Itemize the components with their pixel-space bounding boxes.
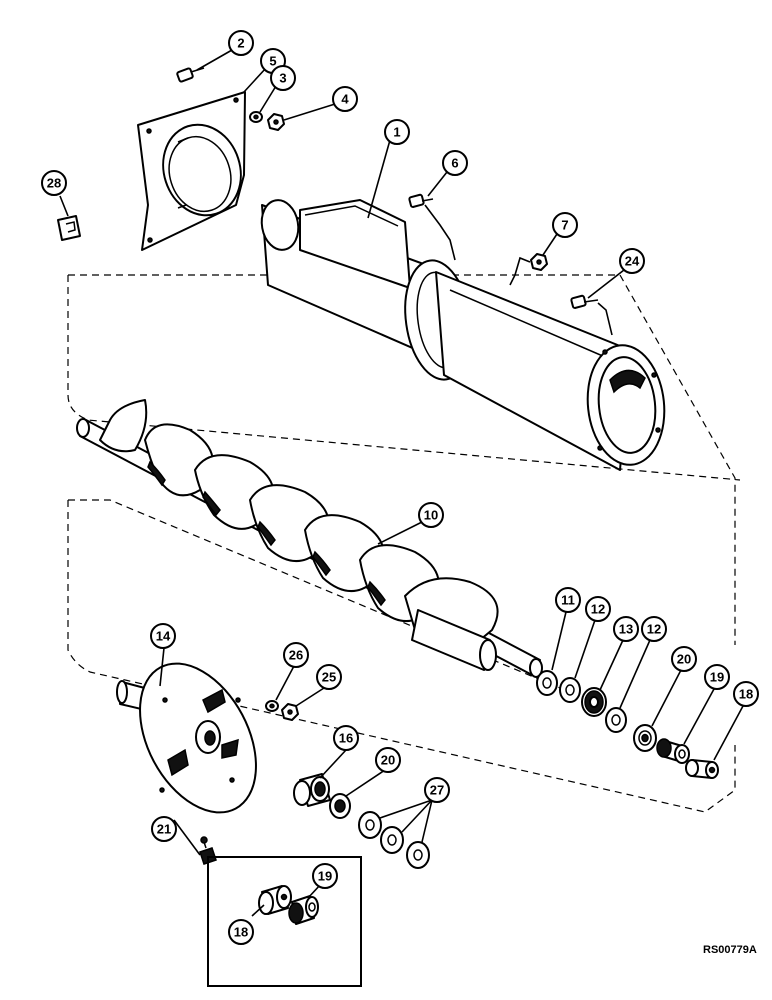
svg-text:21: 21 — [157, 822, 171, 837]
svg-text:5: 5 — [269, 54, 276, 69]
callout-3: 3 — [270, 65, 296, 91]
svg-text:18: 18 — [739, 687, 753, 702]
svg-text:25: 25 — [322, 670, 336, 685]
inset-box — [207, 856, 362, 987]
svg-text:13: 13 — [619, 622, 633, 637]
svg-text:11: 11 — [561, 593, 575, 608]
auger-tube — [260, 199, 666, 471]
washer-12-a — [559, 677, 581, 703]
callout-24: 24 — [619, 248, 645, 274]
callout-7: 7 — [552, 212, 578, 238]
reference-code: RS00779A — [703, 944, 757, 956]
nut-7 — [509, 253, 548, 286]
svg-text:28: 28 — [47, 176, 61, 191]
svg-text:16: 16 — [339, 731, 353, 746]
callout-12-b: 12 — [641, 616, 667, 642]
assembly-outline-lower — [67, 499, 736, 813]
auger-flighting — [76, 399, 543, 678]
washer-3 — [249, 111, 263, 123]
bushing-20-b — [329, 793, 351, 819]
svg-text:12: 12 — [647, 622, 661, 637]
mounting-plate — [137, 91, 246, 251]
svg-text:7: 7 — [561, 218, 568, 233]
svg-text:24: 24 — [625, 254, 640, 269]
nut-25 — [281, 703, 299, 721]
svg-text:10: 10 — [424, 508, 438, 523]
callout-19-b: 19 — [312, 863, 338, 889]
svg-text:26: 26 — [289, 648, 303, 663]
callout-20-a: 20 — [671, 646, 697, 672]
callout-4: 4 — [332, 86, 358, 112]
callout-27: 27 — [424, 777, 450, 803]
shim-27-c — [406, 841, 430, 869]
bolt-24 — [570, 294, 613, 336]
roller-bearing-19-a — [656, 738, 690, 764]
washer-12-b — [605, 707, 627, 733]
callout-26: 26 — [283, 642, 309, 668]
callout-28: 28 — [41, 170, 67, 196]
bolt-2 — [176, 67, 205, 83]
callout-14: 14 — [150, 623, 176, 649]
svg-text:27: 27 — [430, 783, 444, 798]
callout-13: 13 — [613, 616, 639, 642]
svg-text:4: 4 — [341, 92, 349, 107]
svg-text:19: 19 — [710, 670, 724, 685]
washer-26 — [265, 700, 279, 712]
svg-text:12: 12 — [591, 602, 605, 617]
callout-1: 1 — [384, 119, 410, 145]
svg-text:19: 19 — [318, 869, 332, 884]
clip-28 — [57, 215, 81, 241]
callout-11: 11 — [555, 587, 581, 613]
callout-18-a: 18 — [733, 681, 759, 707]
svg-text:18: 18 — [234, 925, 248, 940]
callout-10: 10 — [418, 502, 444, 528]
nut-4 — [267, 113, 285, 131]
callout-2: 2 — [228, 30, 254, 56]
callout-6: 6 — [442, 150, 468, 176]
race-18-b — [258, 885, 292, 915]
svg-text:3: 3 — [279, 71, 286, 86]
svg-text:20: 20 — [677, 652, 691, 667]
roller-bearing-19-b — [288, 895, 319, 925]
callout-20-b: 20 — [375, 747, 401, 773]
washer-11 — [536, 670, 558, 696]
callout-16: 16 — [333, 725, 359, 751]
race-18-a — [685, 759, 719, 779]
svg-text:14: 14 — [156, 629, 171, 644]
shim-27-a — [358, 811, 382, 839]
bearing-13 — [581, 687, 607, 717]
svg-text:1: 1 — [393, 125, 400, 140]
callout-18-b: 18 — [228, 919, 254, 945]
callout-21: 21 — [151, 816, 177, 842]
svg-text:2: 2 — [237, 36, 244, 51]
callout-25: 25 — [316, 664, 342, 690]
leader-lines — [59, 49, 744, 917]
svg-text:20: 20 — [381, 753, 395, 768]
bolt-6 — [408, 193, 456, 261]
bushing-16 — [293, 773, 331, 807]
bushing-20-a — [633, 724, 657, 752]
svg-text:6: 6 — [451, 156, 458, 171]
callout-12-a: 12 — [585, 596, 611, 622]
shim-27-b — [380, 826, 404, 854]
callout-19-a: 19 — [704, 664, 730, 690]
drive-hub — [116, 662, 257, 814]
